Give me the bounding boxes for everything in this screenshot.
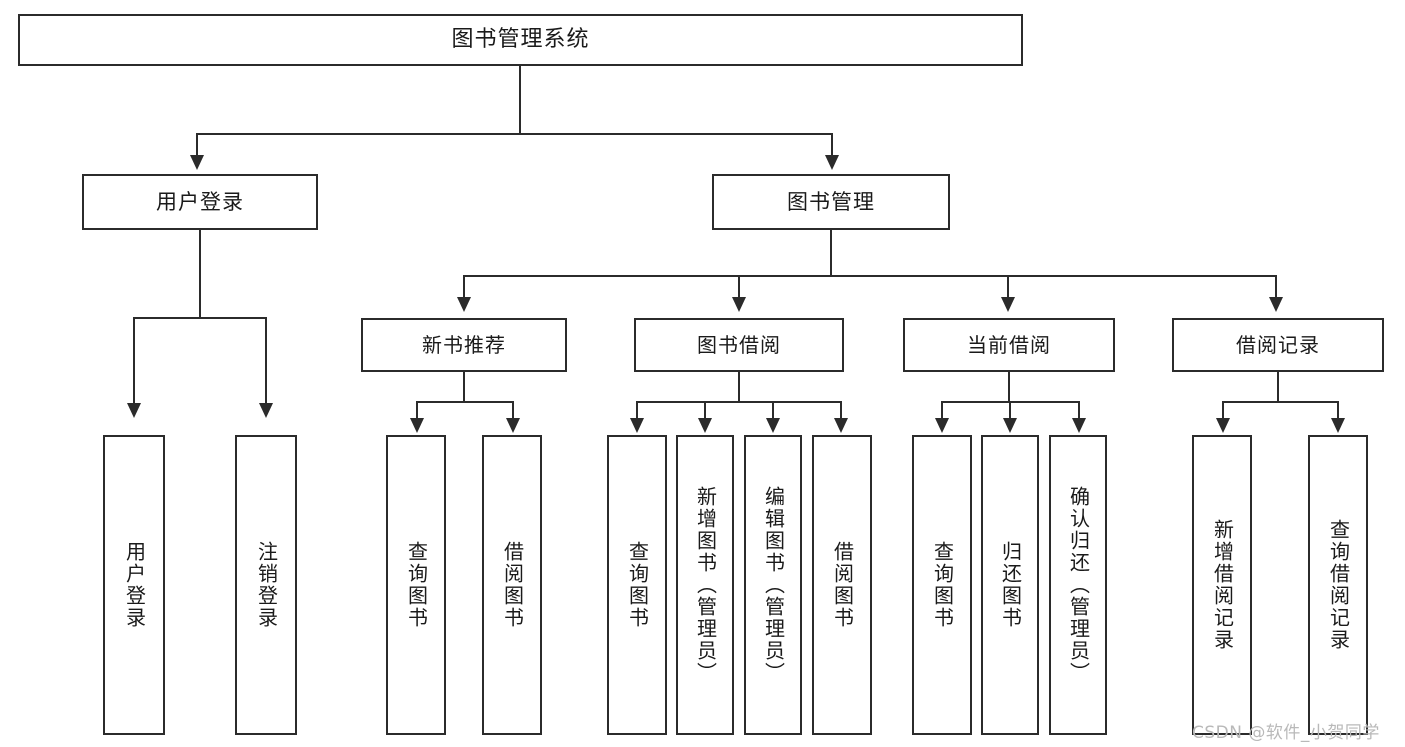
arrowhead-user-login	[190, 155, 204, 170]
csdn-watermark: CSDN @软件_小贺同学	[1192, 723, 1380, 743]
leaf-cb-query-book[interactable]: 查询图书	[912, 435, 972, 735]
leaf-br-add-record[interactable]: 新增借阅记录	[1192, 435, 1252, 735]
node-user-login[interactable]: 用户登录	[82, 174, 318, 230]
node-root-book-management-system[interactable]: 图书管理系统	[18, 14, 1023, 66]
connector-nbr-drop-2	[512, 401, 514, 420]
arrowhead-cb-leaf-2	[1003, 418, 1017, 433]
leaf-label: 注销登录	[254, 541, 279, 629]
node-current-borrow[interactable]: 当前借阅	[903, 318, 1115, 372]
node-label: 图书借阅	[697, 332, 781, 357]
connector-bb-stem	[738, 372, 740, 402]
node-book-borrow[interactable]: 图书借阅	[634, 318, 844, 372]
leaf-label: 借阅图书	[830, 541, 855, 629]
connector-bm-drop-4	[1275, 275, 1277, 300]
node-label: 新书推荐	[422, 332, 506, 357]
arrowhead-cb-leaf-3	[1072, 418, 1086, 433]
leaf-bb-borrow-book[interactable]: 借阅图书	[812, 435, 872, 735]
arrowhead-br-leaf-1	[1216, 418, 1230, 433]
connector-br-drop-2	[1337, 401, 1339, 420]
node-label: 图书管理系统	[451, 27, 590, 53]
connector-nbr-drop-1	[416, 401, 418, 420]
connector-root-bus	[196, 133, 833, 135]
connector-bb-drop-4	[840, 401, 842, 420]
arrowhead-leaf-logout	[259, 403, 273, 418]
leaf-label: 查询图书	[404, 541, 429, 629]
connector-user-login-drop-2	[265, 317, 267, 405]
arrowhead-nbr-leaf-1	[410, 418, 424, 433]
connector-bb-drop-1	[636, 401, 638, 420]
connector-root-stem	[519, 66, 521, 134]
arrowhead-cb-leaf-1	[935, 418, 949, 433]
arrowhead-bb-leaf-2	[698, 418, 712, 433]
connector-root-to-user-login	[196, 133, 198, 158]
leaf-br-query-record[interactable]: 查询借阅记录	[1308, 435, 1368, 735]
connector-cb-drop-3	[1078, 401, 1080, 420]
arrowhead-bb-leaf-3	[766, 418, 780, 433]
connector-root-to-book-management	[831, 133, 833, 158]
connector-nbr-stem	[463, 372, 465, 402]
arrowhead-book-borrow	[732, 297, 746, 312]
leaf-nbr-query-book[interactable]: 查询图书	[386, 435, 446, 735]
arrowhead-nbr-leaf-2	[506, 418, 520, 433]
leaf-label: 确认归还（管理员）	[1066, 486, 1091, 684]
node-book-management[interactable]: 图书管理	[712, 174, 950, 230]
leaf-bb-add-book-admin[interactable]: 新增图书（管理员）	[676, 435, 734, 735]
connector-bm-drop-2	[738, 275, 740, 300]
leaf-label: 用户登录	[122, 541, 147, 629]
connector-cb-stem	[1008, 372, 1010, 402]
node-label: 借阅记录	[1236, 332, 1320, 357]
leaf-label: 查询图书	[930, 541, 955, 629]
connector-bb-drop-2	[704, 401, 706, 420]
leaf-cb-return-book[interactable]: 归还图书	[981, 435, 1039, 735]
connector-bm-drop-1	[463, 275, 465, 300]
leaf-cb-confirm-return-admin[interactable]: 确认归还（管理员）	[1049, 435, 1107, 735]
leaf-label: 归还图书	[998, 541, 1023, 629]
arrowhead-bb-leaf-4	[834, 418, 848, 433]
node-label: 图书管理	[787, 189, 875, 214]
leaf-nbr-borrow-book[interactable]: 借阅图书	[482, 435, 542, 735]
leaf-bb-edit-book-admin[interactable]: 编辑图书（管理员）	[744, 435, 802, 735]
connector-user-login-bus	[133, 317, 267, 319]
connector-bb-bus	[636, 401, 841, 403]
arrowhead-br-leaf-2	[1331, 418, 1345, 433]
node-new-book-recommend[interactable]: 新书推荐	[361, 318, 567, 372]
connector-cb-drop-2	[1009, 401, 1011, 420]
leaf-label: 查询借阅记录	[1326, 519, 1351, 651]
connector-bb-drop-3	[772, 401, 774, 420]
arrowhead-leaf-user-login	[127, 403, 141, 418]
connector-nbr-bus	[416, 401, 514, 403]
leaf-label: 借阅图书	[500, 541, 525, 629]
connector-br-bus	[1222, 401, 1339, 403]
leaf-label: 编辑图书（管理员）	[761, 486, 786, 684]
connector-user-login-drop-1	[133, 317, 135, 405]
leaf-bb-query-book[interactable]: 查询图书	[607, 435, 667, 735]
leaf-logout[interactable]: 注销登录	[235, 435, 297, 735]
leaf-user-login[interactable]: 用户登录	[103, 435, 165, 735]
leaf-label: 新增借阅记录	[1210, 519, 1235, 651]
connector-br-stem	[1277, 372, 1279, 402]
leaf-label: 查询图书	[625, 541, 650, 629]
connector-book-management-stem	[830, 230, 832, 276]
node-label: 用户登录	[156, 189, 244, 214]
node-label: 当前借阅	[967, 332, 1051, 357]
connector-book-management-bus	[463, 275, 1277, 277]
connector-user-login-stem	[199, 230, 201, 318]
arrowhead-new-book-recommend	[457, 297, 471, 312]
connector-bm-drop-3	[1007, 275, 1009, 300]
connector-cb-drop-1	[941, 401, 943, 420]
connector-br-drop-1	[1222, 401, 1224, 420]
leaf-label: 新增图书（管理员）	[693, 486, 718, 684]
node-borrow-record[interactable]: 借阅记录	[1172, 318, 1384, 372]
arrowhead-borrow-record	[1269, 297, 1283, 312]
arrowhead-bb-leaf-1	[630, 418, 644, 433]
arrowhead-current-borrow	[1001, 297, 1015, 312]
arrowhead-book-management	[825, 155, 839, 170]
